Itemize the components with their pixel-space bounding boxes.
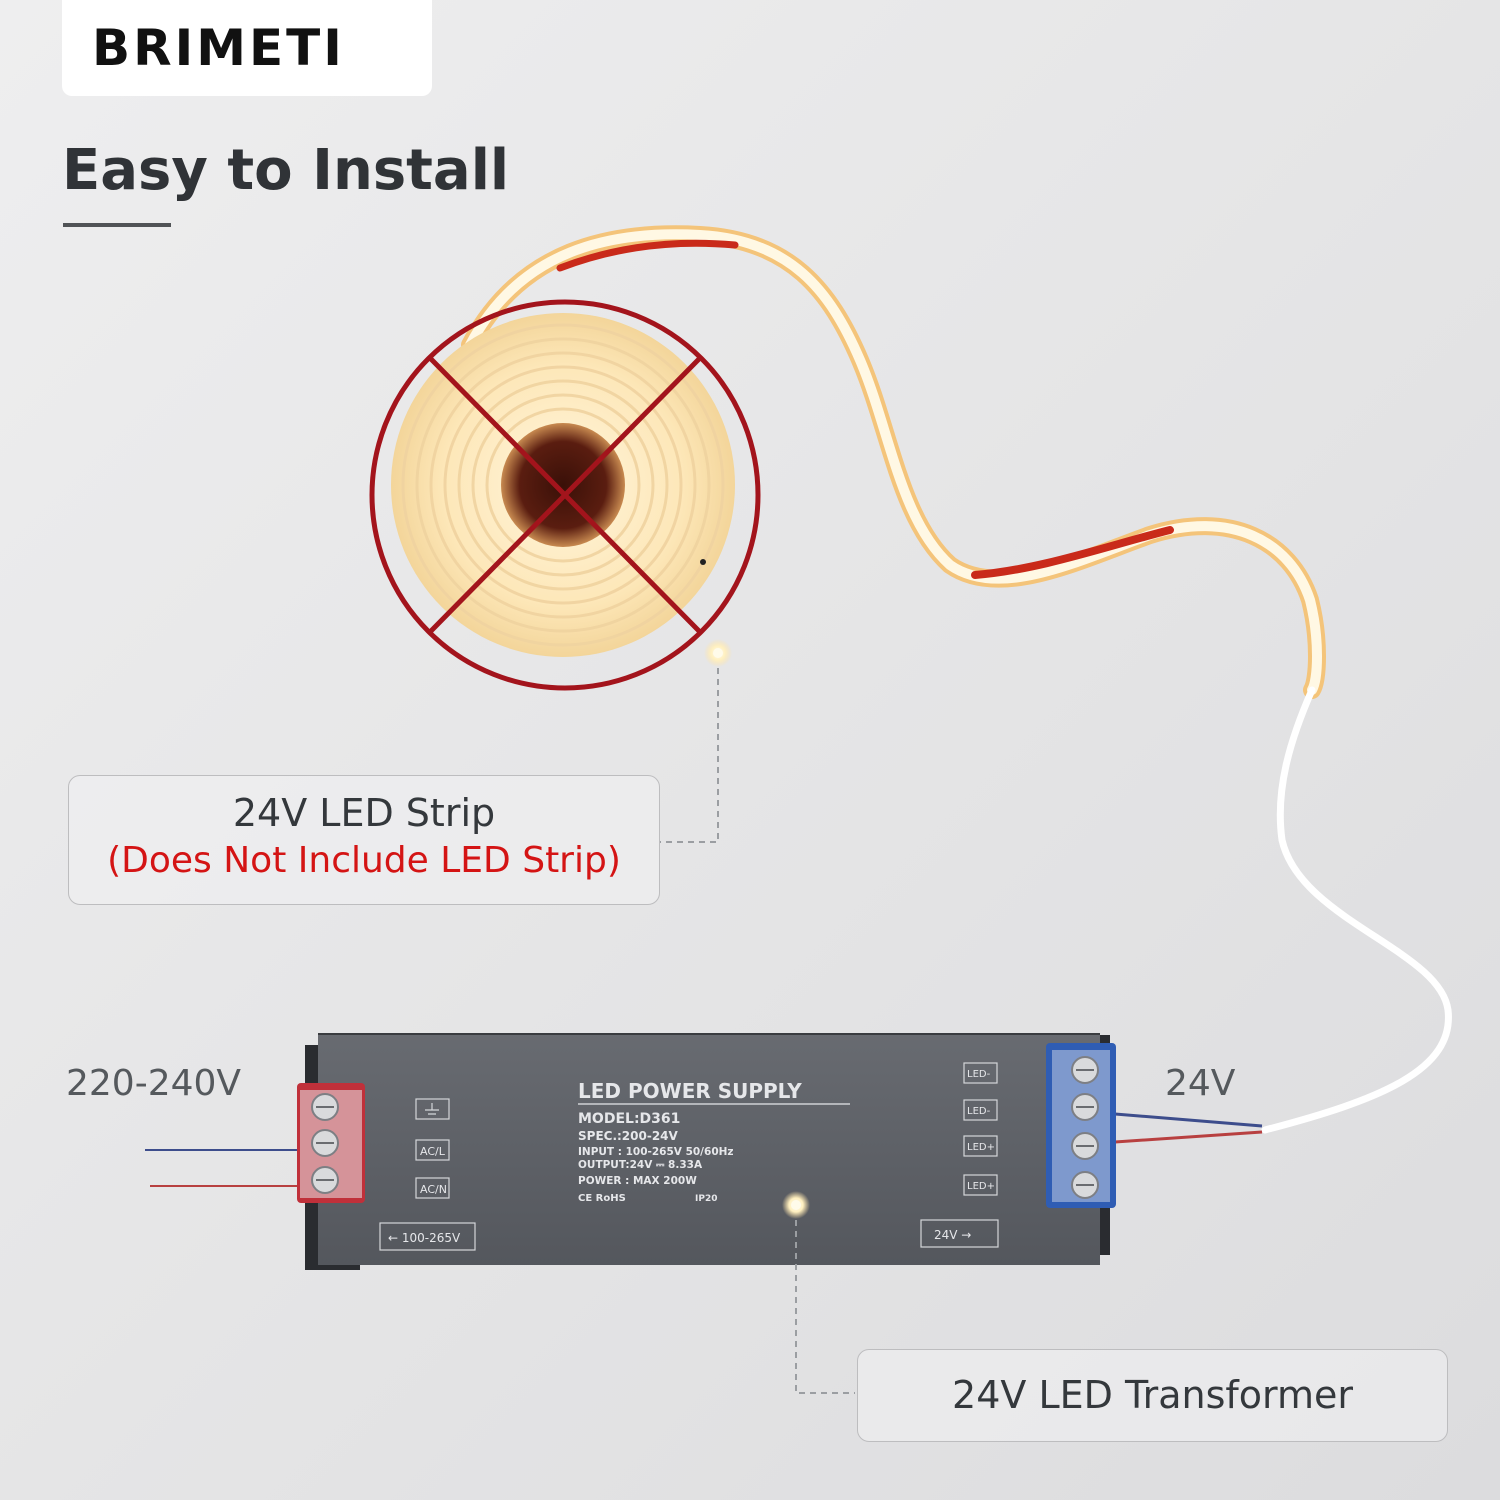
brand-logo: BRIMETI	[92, 19, 345, 77]
led-power-supply: LED POWER SUPPLY MODEL:D361 SPEC.:200-24…	[305, 1033, 1110, 1270]
terminal-label-led-neg-1: LED-	[967, 1069, 991, 1080]
transformer-leader-line	[795, 1220, 855, 1394]
psu-output: OUTPUT:24V ⎓ 8.33A	[578, 1159, 703, 1171]
psu-title: LED POWER SUPPLY	[578, 1079, 802, 1103]
title-underline	[63, 223, 171, 227]
logo-box: BRIMETI	[62, 0, 432, 96]
psu-power: POWER : MAX 200W	[578, 1175, 697, 1187]
input-terminal-block	[297, 1083, 365, 1203]
output-wires	[1114, 1112, 1263, 1144]
led-strip-ribbon	[461, 225, 1452, 1134]
led-strip-spool	[391, 313, 735, 657]
psu-spec: SPEC.:200-24V	[578, 1129, 679, 1143]
psu-model: MODEL:D361	[578, 1111, 680, 1127]
output-voltage-badge: 24V →	[934, 1228, 971, 1242]
input-voltage-label: 220-240V	[66, 1063, 242, 1104]
transformer-label: 24V LED Transformer	[952, 1373, 1353, 1417]
terminal-label-led-pos-2: LED+	[967, 1181, 995, 1192]
transformer-callout: 24V LED Transformer	[857, 1349, 1448, 1442]
psu-input: INPUT : 100-265V 50/60Hz	[578, 1146, 734, 1158]
psu-ip-rating: IP20	[695, 1194, 717, 1204]
page-title: Easy to Install	[62, 138, 510, 203]
output-voltage-label: 24V	[1165, 1063, 1236, 1104]
strip-leader-line	[660, 639, 732, 843]
not-included-prohibition-icon	[369, 299, 761, 691]
psu-certifications: CE RoHS	[578, 1193, 626, 1204]
led-strip-label: 24V LED Strip	[232, 791, 496, 835]
led-strip-callout: 24V LED Strip (Does Not Include LED Stri…	[68, 775, 660, 905]
output-terminal-block	[1046, 1043, 1116, 1208]
ground-icon	[425, 1103, 439, 1115]
terminal-label-acl: AC/L	[420, 1145, 446, 1158]
input-wires	[145, 1149, 300, 1187]
terminal-label-acn: AC/N	[420, 1183, 447, 1196]
terminal-label-led-neg-2: LED-	[967, 1106, 991, 1117]
terminal-label-led-pos-1: LED+	[967, 1142, 995, 1153]
input-range-badge: ← 100-265V	[388, 1231, 461, 1245]
not-included-note: (Does Not Include LED Strip)	[107, 840, 621, 881]
